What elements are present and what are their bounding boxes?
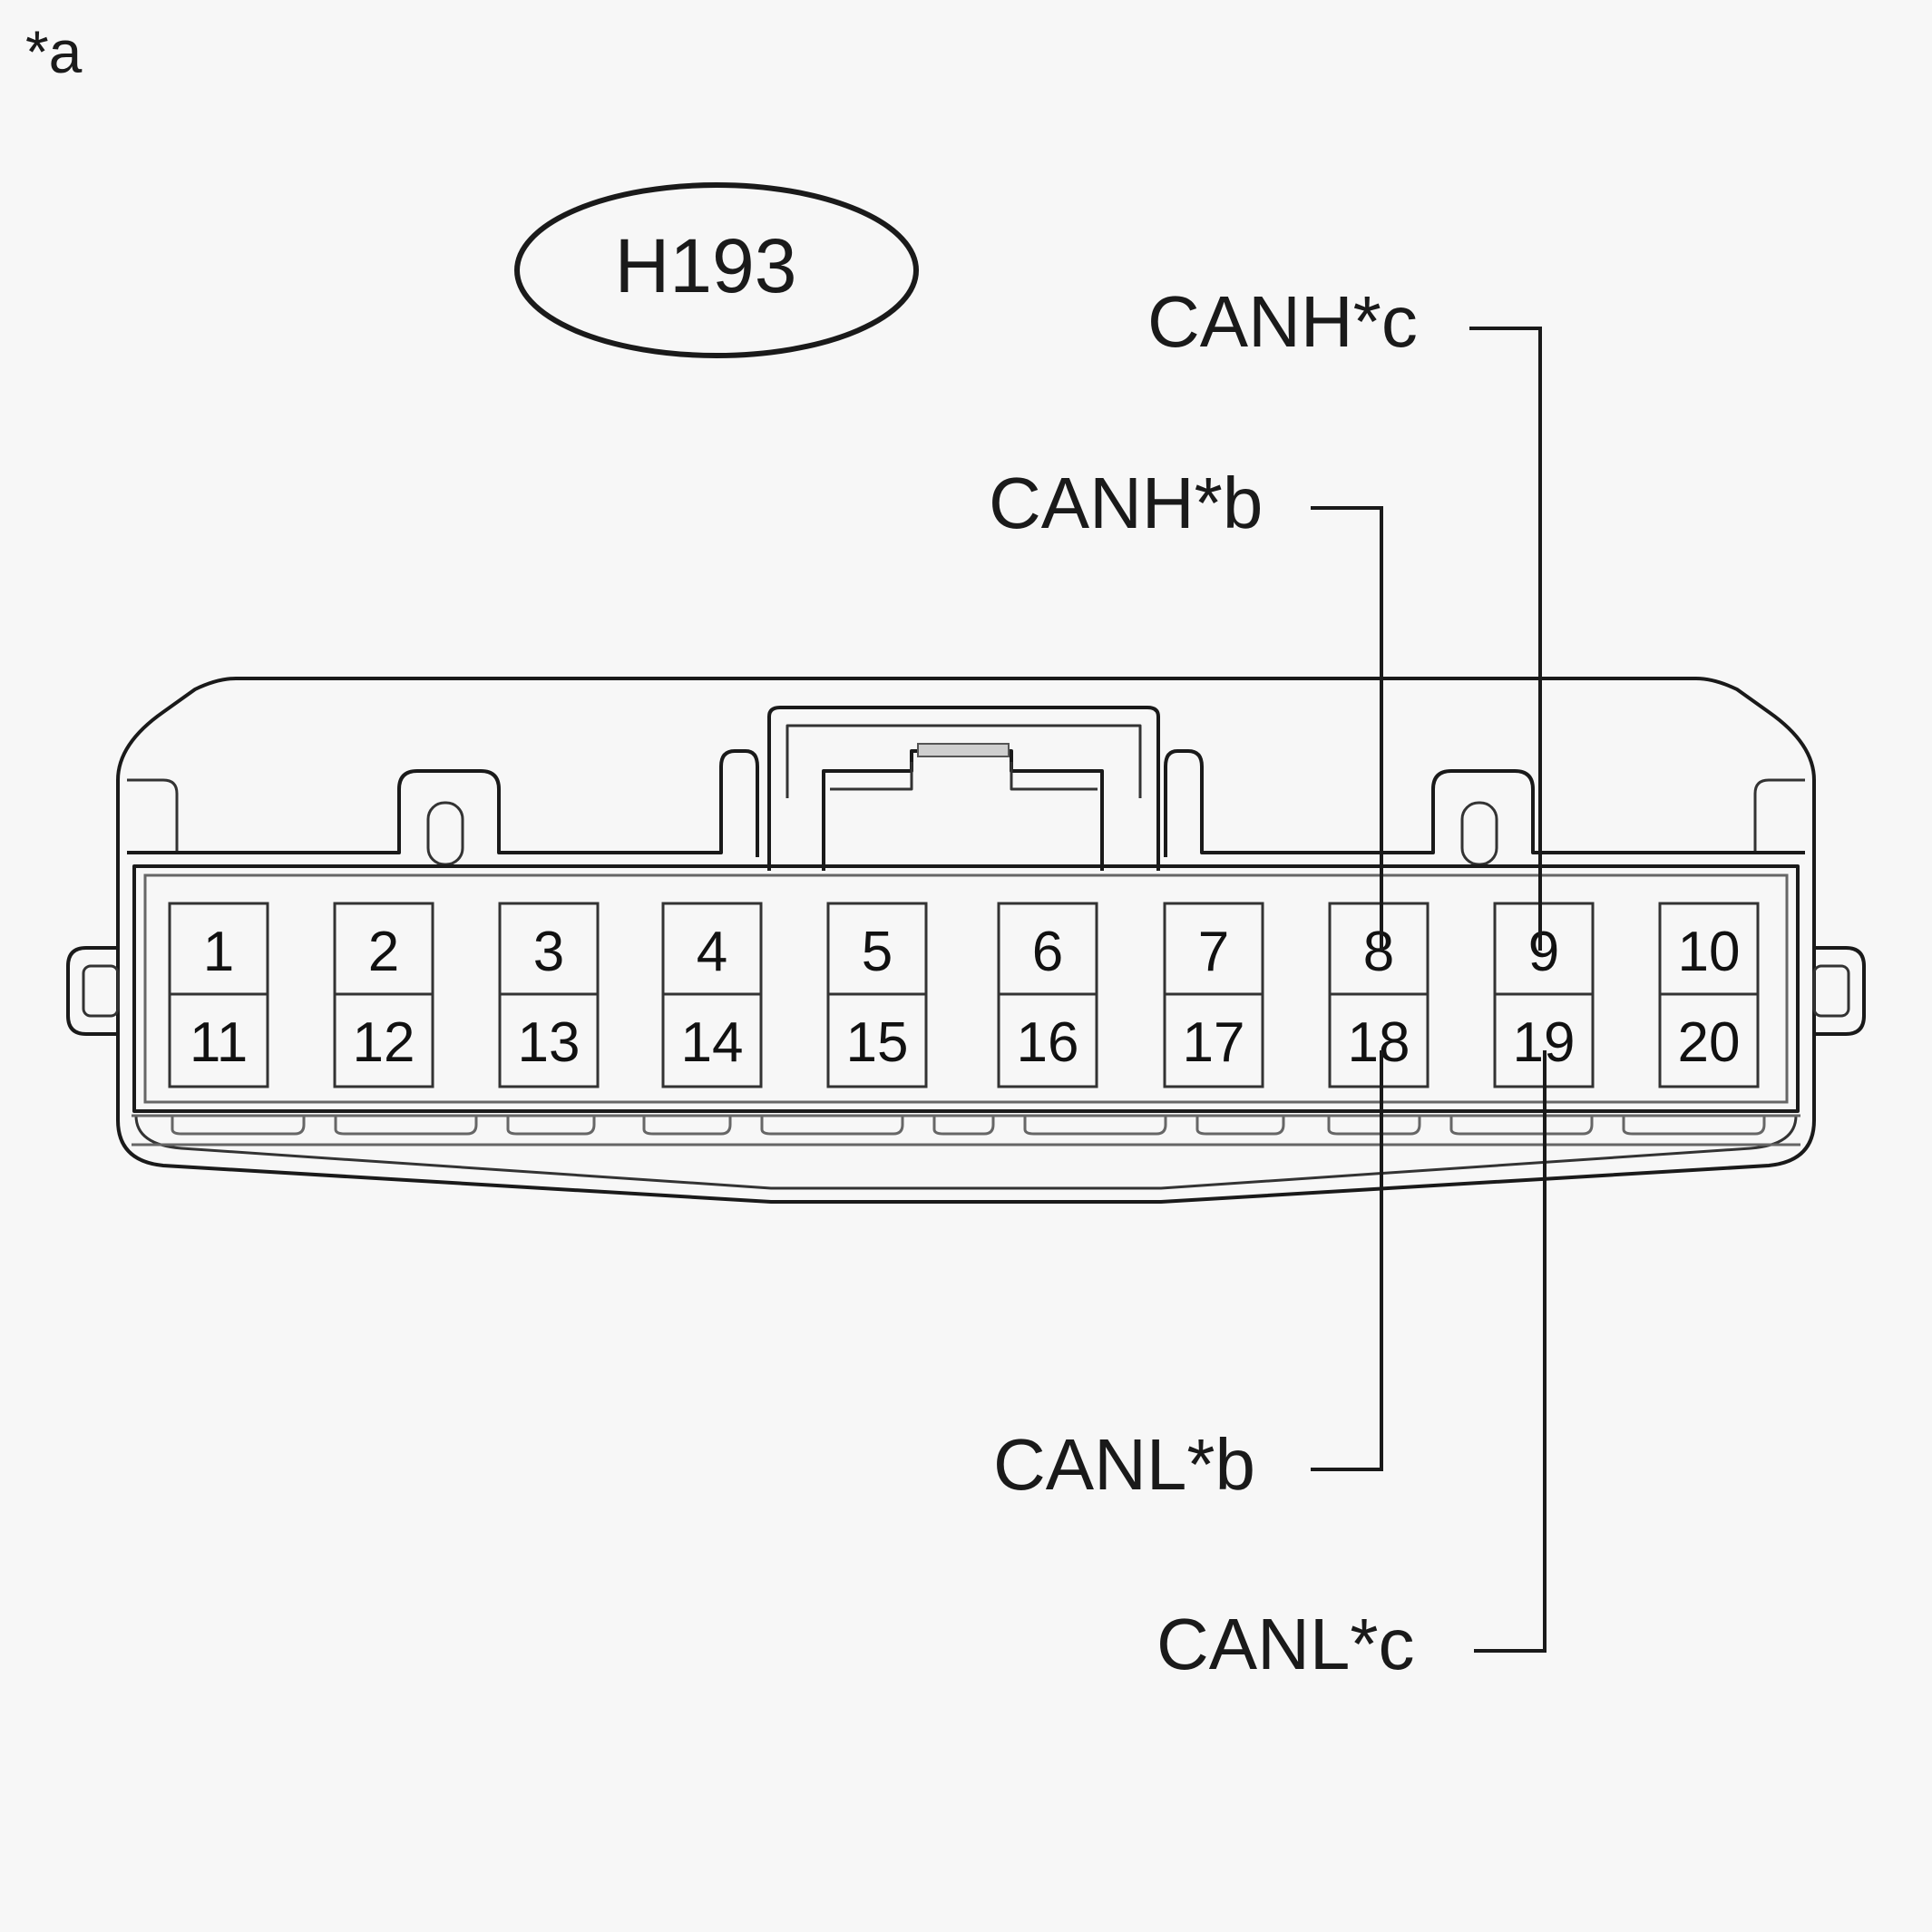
leader-line-canl-b: [1311, 1050, 1383, 1471]
terminal-cavity: 515: [826, 902, 928, 1088]
terminal-cavity: 717: [1163, 902, 1264, 1088]
pin-number-bottom: 18: [1348, 1011, 1410, 1074]
view-label: *a: [25, 18, 83, 85]
connector-id-badge: H193: [514, 182, 919, 358]
callout-canh-c: CANH*c: [1147, 281, 1418, 362]
leader-line-canh-b: [1311, 506, 1383, 951]
terminal-box-upper: [1658, 902, 1760, 996]
pin-number-bottom: 14: [681, 1011, 744, 1074]
callout-canl-b: CANL*b: [993, 1424, 1255, 1505]
pin-number-top: 1: [203, 921, 234, 983]
terminal-box-lower: [661, 992, 763, 1088]
pin-number-bottom: 11: [190, 1011, 248, 1074]
pin-number-bottom: 16: [1017, 1011, 1079, 1074]
terminal-box-upper: [661, 902, 763, 996]
terminal-box-lower: [1658, 992, 1760, 1088]
pin-number-bottom: 17: [1183, 1011, 1245, 1074]
terminal-cavity: 919: [1493, 902, 1595, 1088]
terminal-box-upper: [997, 902, 1098, 996]
pin-number-top: 5: [862, 921, 893, 983]
leader-line-canh-c: [1469, 327, 1542, 951]
terminal-box-lower: [826, 992, 928, 1088]
callout-canl-c: CANL*c: [1156, 1604, 1415, 1684]
terminal-box-lower: [168, 992, 269, 1088]
leader-line-canl-c: [1474, 1050, 1547, 1653]
terminal-box-upper: [1493, 902, 1595, 996]
leader-lines: [1311, 327, 1547, 1653]
pin-number-bottom: 20: [1678, 1011, 1741, 1074]
pin-number-top: 8: [1363, 921, 1394, 983]
pin-number-top: 10: [1678, 921, 1741, 983]
terminal-cavity: 212: [333, 902, 434, 1088]
pin-number-bottom: 15: [846, 1011, 909, 1074]
pin-number-top: 3: [533, 921, 564, 983]
pin-number-top: 4: [697, 921, 727, 983]
terminal-box-lower: [498, 992, 600, 1088]
terminal-box-lower: [1328, 992, 1429, 1088]
connector-bottom-keys: [171, 1116, 1766, 1136]
connector-housing: [66, 677, 1866, 1204]
terminal-box-upper: [498, 902, 600, 996]
pin-number-top: 6: [1032, 921, 1063, 983]
pin-number-bottom: 12: [353, 1011, 415, 1074]
terminal-box-lower: [333, 992, 434, 1088]
terminal-cavity: 111: [168, 902, 269, 1088]
terminal-box-upper: [826, 902, 928, 996]
pin-number-top: 2: [368, 921, 399, 983]
terminal-cavity: 818: [1328, 902, 1429, 1088]
terminal-box-upper: [168, 902, 269, 996]
terminal-cavity: 414: [661, 902, 763, 1088]
callout-canh-b: CANH*b: [989, 463, 1263, 543]
pin-number-top: 9: [1528, 921, 1559, 983]
connector-id-text: H193: [615, 223, 797, 308]
terminal-box-lower: [997, 992, 1098, 1088]
pin-number-bottom: 13: [518, 1011, 581, 1074]
terminal-box-upper: [1328, 902, 1429, 996]
terminal-cavity: 313: [498, 902, 600, 1088]
pin-number-top: 7: [1198, 921, 1229, 983]
terminal-box-lower: [1163, 992, 1264, 1088]
terminal-cavity: 616: [997, 902, 1098, 1088]
